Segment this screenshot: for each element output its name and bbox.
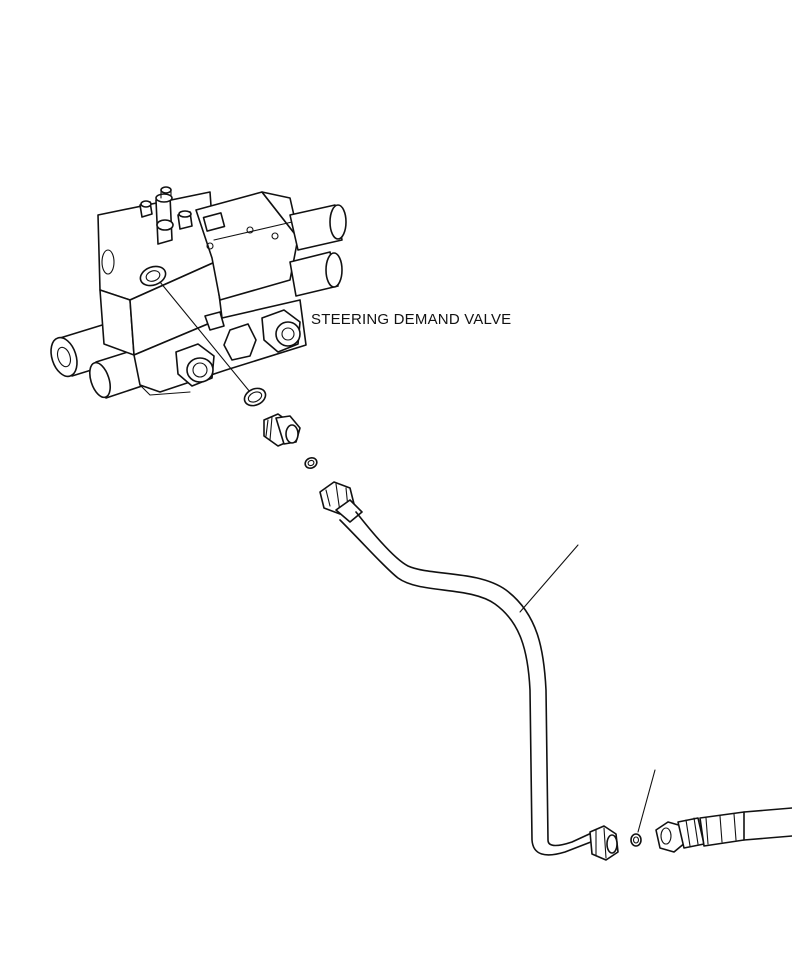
leader-line-tube: [519, 544, 579, 613]
steering-demand-valve: [50, 186, 347, 399]
valve-port-fitting-right: [261, 309, 301, 353]
tube-top-nut: [319, 481, 363, 523]
o-ring-bottom: [630, 833, 642, 847]
steering-demand-valve-label: STEERING DEMAND VALVE: [311, 311, 512, 328]
o-ring-large: [243, 387, 267, 407]
valve-right-spools: [289, 204, 347, 297]
o-ring-small: [304, 457, 318, 469]
valve-top-fittings: [139, 186, 193, 245]
valve-port-fitting-lower: [175, 343, 215, 387]
leader-line-port: [159, 281, 251, 393]
hose-assembly: [655, 807, 792, 853]
leader-line-o-ring: [637, 769, 656, 833]
tube-bottom-nut: [589, 825, 619, 861]
steering-tube: [319, 481, 619, 861]
adapter-fitting: [263, 413, 301, 447]
